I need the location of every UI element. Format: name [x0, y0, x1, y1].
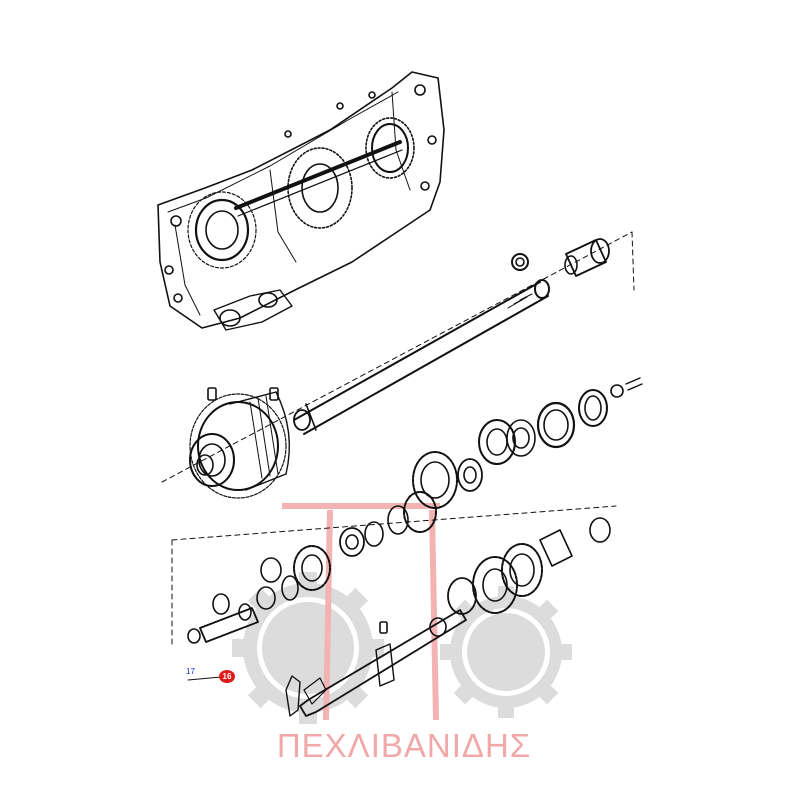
- watermark-logo: [232, 503, 572, 724]
- watermark-text: ΠΕΧΛΙΒΑΝΙΔΗΣ: [276, 727, 532, 764]
- watermark-pi-shape: [282, 503, 440, 721]
- lower-gear-shaft: [285, 517, 611, 717]
- gear-cluster: [171, 451, 617, 646]
- main-shaft-group: [161, 231, 643, 499]
- callout-16-badge: 16: [219, 670, 235, 683]
- callout-17: 17: [186, 667, 195, 676]
- watermark-gear-left: [232, 572, 384, 724]
- transmission-housing: [157, 71, 445, 331]
- watermark-gear-right: [440, 586, 572, 718]
